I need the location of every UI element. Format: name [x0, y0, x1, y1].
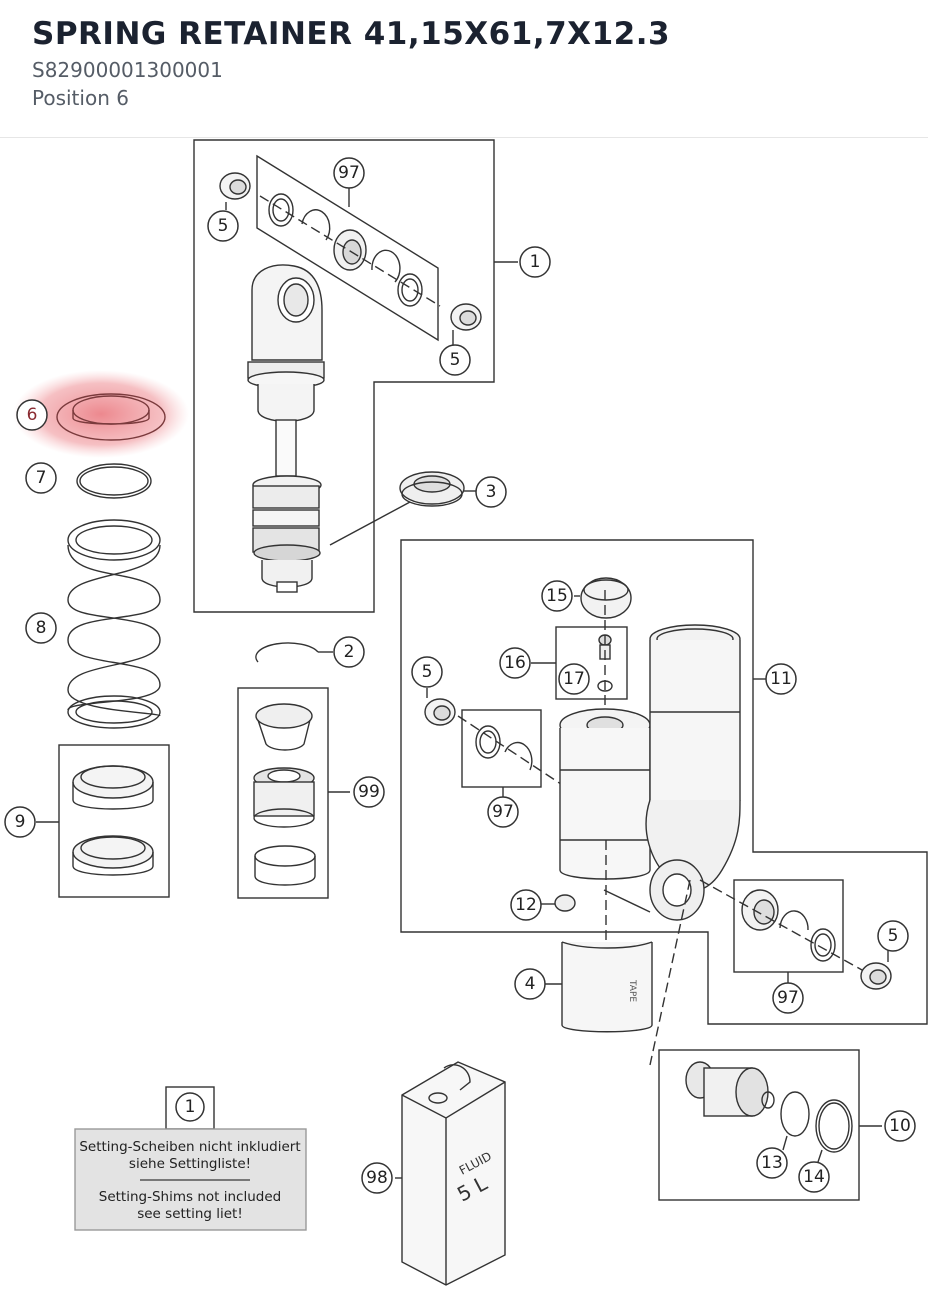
sleeve-label: TAPE — [627, 979, 637, 1002]
spring-8 — [67, 519, 161, 729]
callout-97[interactable]: 97 — [338, 163, 360, 183]
group-1-frame — [193, 139, 495, 613]
callout-17[interactable]: 17 — [563, 669, 585, 689]
note-line-de-2: siehe Settingliste! — [129, 1156, 251, 1172]
cap-15 — [580, 577, 632, 619]
shim-stack-3 — [329, 471, 476, 546]
callout-14[interactable]: 14 — [803, 1167, 825, 1187]
position-label: Position 6 — [32, 86, 129, 110]
circlip-2 — [255, 642, 319, 663]
group-11-frame — [400, 539, 928, 1025]
callout-13[interactable]: 13 — [761, 1153, 783, 1173]
callout-6[interactable]: 6 — [27, 405, 38, 425]
callout-9[interactable]: 9 — [15, 812, 26, 832]
callout-4[interactable]: 4 — [525, 974, 536, 994]
callout-5[interactable]: 5 — [422, 662, 433, 682]
note-group — [74, 1086, 307, 1231]
ring-7 — [76, 463, 152, 499]
callout-5[interactable]: 5 — [218, 216, 229, 236]
group-99-frame — [237, 687, 329, 899]
bleed-screw-12 — [554, 894, 576, 912]
callout-99[interactable]: 99 — [358, 782, 380, 802]
compression-valve — [685, 1061, 775, 1117]
reservoir — [559, 708, 651, 960]
callout-5[interactable]: 5 — [888, 926, 899, 946]
group-10-frame — [658, 1049, 860, 1201]
note-line-de-1: Setting-Scheiben nicht inkludiert — [79, 1139, 300, 1155]
main-body-11 — [603, 624, 741, 921]
note-line-en-1: Setting-Shims not included — [99, 1189, 281, 1205]
note-line-en-2: see setting liet! — [137, 1206, 243, 1222]
page-header: SPRING RETAINER 41,15X61,7X12.3 S8290000… — [0, 0, 928, 138]
callout-3[interactable]: 3 — [486, 482, 497, 502]
shock-eye — [247, 264, 325, 593]
callout-8[interactable]: 8 — [36, 618, 47, 638]
spring-retainer-6 — [56, 393, 166, 441]
bushing-5-top — [219, 172, 251, 210]
callout-11[interactable]: 11 — [770, 669, 792, 689]
seal-kit-97-frame-2 — [461, 709, 542, 788]
highlight-position-6 — [13, 370, 189, 458]
exploded-parts-diagram: 97 5 1 5 3 6 7 8 2 99 9 15 16 17 5 11 97… — [4, 139, 928, 1286]
callout-98[interactable]: 98 — [366, 1168, 388, 1188]
page-title: SPRING RETAINER 41,15X61,7X12.3 — [32, 16, 671, 52]
callout-12[interactable]: 12 — [515, 895, 537, 915]
callout-10[interactable]: 10 — [889, 1116, 911, 1136]
fluid-can-98 — [395, 1061, 506, 1286]
callout-15[interactable]: 15 — [546, 586, 568, 606]
callout-2[interactable]: 2 — [344, 642, 355, 662]
group-9-frame — [58, 744, 170, 898]
callout-7[interactable]: 7 — [36, 468, 47, 488]
callout-97[interactable]: 97 — [777, 988, 799, 1008]
callout-97[interactable]: 97 — [492, 802, 514, 822]
part-number: S82900001300001 — [32, 58, 223, 82]
protective-sleeve-4 — [545, 941, 653, 1033]
callout-16[interactable]: 16 — [504, 653, 526, 673]
seal-kit-97-frame — [256, 154, 439, 342]
callout-5[interactable]: 5 — [450, 350, 461, 370]
callout-1-note[interactable]: 1 — [185, 1097, 196, 1117]
callout-1[interactable]: 1 — [530, 252, 541, 272]
